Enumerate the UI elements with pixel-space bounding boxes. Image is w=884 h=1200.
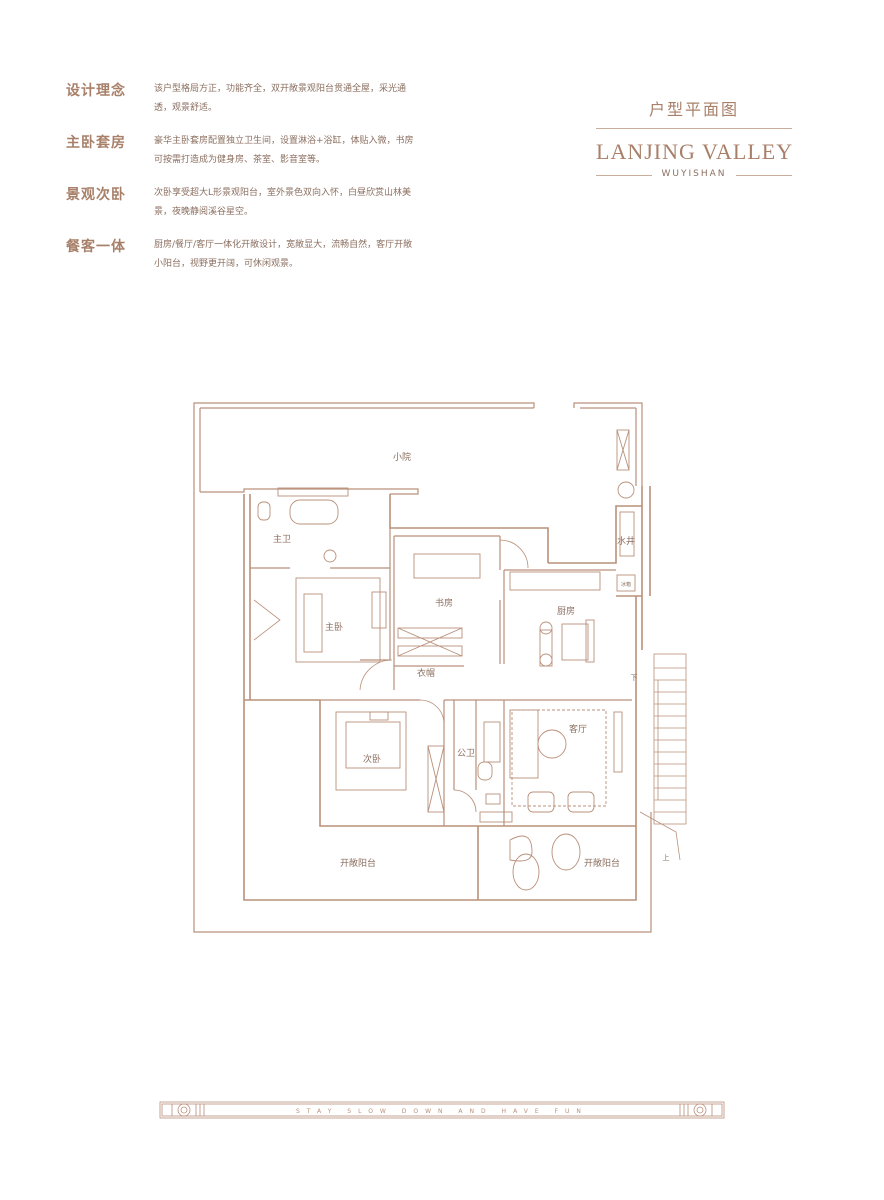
feature-title: 主卧套房 bbox=[66, 135, 126, 151]
brand-subtitle: WUYISHAN bbox=[596, 169, 792, 179]
appliance-label: 冰箱 bbox=[621, 581, 631, 588]
room-label: 客厅 bbox=[569, 723, 587, 735]
stair-label: 下 bbox=[631, 674, 638, 682]
room-label: 公卫 bbox=[457, 748, 475, 759]
divider bbox=[596, 128, 792, 129]
feature-title: 设计理念 bbox=[66, 83, 126, 99]
feature-description: 厨房/餐厅/客厅一体化开敞设计，宽敞显大，流畅自然，客厅开敞小阳台，视野更开阔，… bbox=[154, 240, 413, 269]
exterior-walls bbox=[243, 486, 651, 901]
brand-block: 户型平面图 LANJING VALLEY WUYISHAN bbox=[596, 96, 792, 179]
plan-caption: 户型平面图 bbox=[648, 100, 739, 119]
door-swings bbox=[253, 539, 529, 813]
feature-item: 主卧套房 豪华主卧套房配置独立卫生间，设置淋浴+浴缸，体贴入微，书房可按需打造成… bbox=[66, 128, 426, 180]
feature-item: 景观次卧 次卧享受超大L形景观阳台，室外景色双向入怀，白昼欣赏山林美景，夜晚静阅… bbox=[66, 180, 426, 232]
brand-name: LANJING VALLEY bbox=[596, 139, 794, 164]
room-label: 书房 bbox=[435, 597, 453, 609]
feature-item: 设计理念 该户型格局方正，功能齐全，双开敞景观阳台贯通全屋，采光通透，观景舒适。 bbox=[66, 76, 426, 128]
room-label: 厨房 bbox=[557, 605, 575, 617]
room-label: 主卧 bbox=[325, 621, 343, 633]
feature-description: 次卧享受超大L形景观阳台，室外景色双向入怀，白昼欣赏山林美景，夜晚静阅溪谷星空。 bbox=[154, 188, 412, 217]
feature-item: 餐客一体 厨房/餐厅/客厅一体化开敞设计，宽敞显大，流畅自然，客厅开敞小阳台，视… bbox=[66, 232, 426, 284]
room-label: 开敞阳台 bbox=[340, 857, 376, 869]
site-outline bbox=[193, 402, 652, 933]
room-label: 小院 bbox=[393, 451, 411, 463]
stairs bbox=[639, 653, 687, 861]
feature-description: 豪华主卧套房配置独立卫生间，设置淋浴+浴缸，体贴入微，书房可按需打造成为健身房、… bbox=[154, 136, 414, 165]
feature-title: 景观次卧 bbox=[66, 187, 126, 203]
feature-description: 该户型格局方正，功能齐全，双开敞景观阳台贯通全屋，采光通透，观景舒适。 bbox=[154, 84, 407, 113]
ornament-icon bbox=[177, 1103, 191, 1117]
feature-title: 餐客一体 bbox=[66, 239, 126, 255]
room-label: 开敞阳台 bbox=[584, 857, 620, 869]
ornament-icon bbox=[693, 1103, 707, 1117]
room-label: 水井 bbox=[617, 535, 635, 547]
room-label: 主卫 bbox=[273, 533, 291, 545]
feature-list: 设计理念 该户型格局方正，功能齐全，双开敞景观阳台贯通全屋，采光通透，观景舒适。… bbox=[66, 76, 426, 284]
room-label: 衣帽 bbox=[417, 667, 435, 679]
room-label: 次卧 bbox=[363, 753, 381, 765]
courtyard-wall bbox=[200, 488, 419, 495]
furniture bbox=[257, 429, 636, 891]
footer-slogan: STAY SLOW DOWN AND HAVE FUN bbox=[296, 1108, 588, 1115]
stair-label: 上 bbox=[663, 853, 670, 862]
